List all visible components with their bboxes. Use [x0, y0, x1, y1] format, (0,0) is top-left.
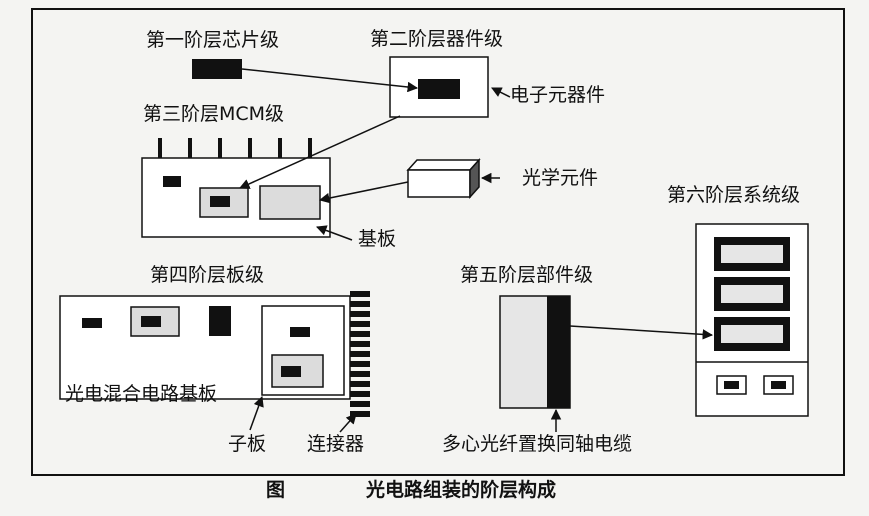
board-chip-1	[82, 318, 102, 328]
label-cable: 多心光纤置换同轴电缆	[442, 433, 633, 455]
level3-mcm-module	[141, 138, 331, 238]
board-chip-2	[209, 306, 231, 336]
level4-board	[59, 291, 370, 417]
mcm-optical-slot	[259, 185, 321, 220]
label-daughter-board: 子板	[228, 433, 267, 455]
label-connector: 连接器	[307, 433, 365, 455]
pointer-substrate	[316, 225, 353, 241]
diagram-frame	[31, 8, 845, 476]
optical-element	[406, 158, 481, 199]
label-level5: 第五阶层部件级	[460, 264, 594, 286]
arrow-chip-to-device	[241, 68, 419, 93]
edge-connector	[350, 291, 370, 417]
pointer-daughter	[249, 396, 264, 431]
level2-device-chip	[418, 79, 460, 99]
board-device-chip	[141, 316, 161, 327]
label-electronic: 电子元器件	[510, 84, 606, 106]
daughter-device-chip	[281, 366, 301, 377]
label-substrate: 基板	[358, 228, 397, 250]
mcm-small-chip	[163, 176, 181, 187]
label-level6: 第六阶层系统级	[667, 184, 801, 206]
level5-component	[499, 295, 571, 409]
mcm-pins	[158, 138, 312, 158]
label-level2: 第二阶层器件级	[370, 28, 504, 50]
label-level4: 第四阶层板级	[150, 264, 265, 286]
label-hybrid-substrate: 光电混合电路基板	[65, 383, 218, 405]
label-level1: 第一阶层芯片级	[146, 29, 280, 51]
pointer-connector	[339, 413, 357, 433]
daughter-chip	[290, 327, 310, 337]
pointer-electronic	[491, 87, 511, 98]
caption-prefix: 图	[266, 479, 286, 501]
mcm-device-slot	[199, 187, 249, 218]
caption-title: 光电路组装的阶层构成	[366, 479, 557, 501]
level1-chip	[192, 59, 242, 79]
level6-system-rack	[695, 223, 809, 417]
arrow-device-to-mcm	[239, 115, 401, 189]
arrow-component-to-system	[569, 325, 714, 340]
mcm-device-chip	[210, 196, 230, 207]
arrow-optical-to-mcm	[318, 181, 409, 204]
label-level3: 第三阶层MCM级	[143, 103, 285, 125]
label-optical: 光学元件	[522, 167, 599, 189]
